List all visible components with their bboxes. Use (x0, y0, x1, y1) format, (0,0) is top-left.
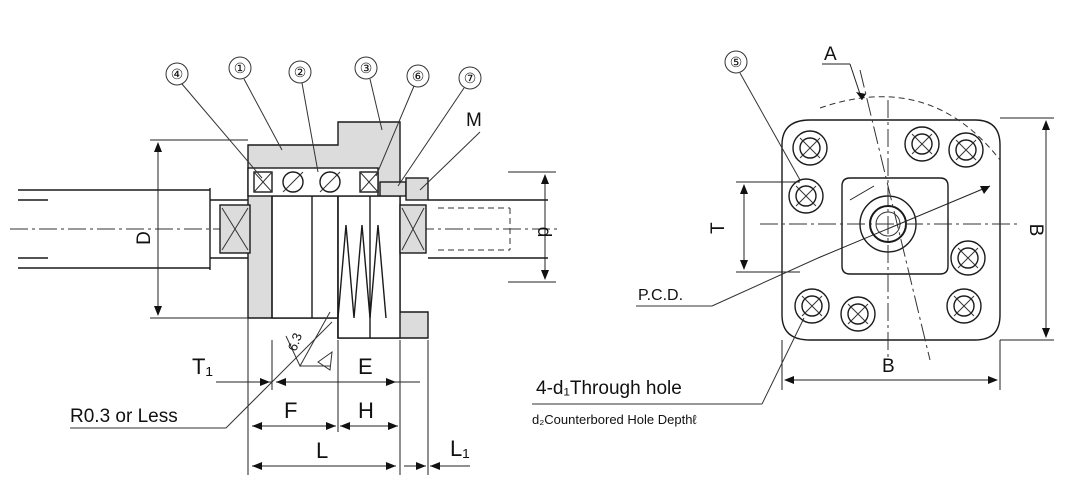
label-D: D (134, 231, 155, 245)
label-L: L (316, 438, 328, 463)
hole-tr1 (904, 126, 940, 162)
svg-text:②: ② (294, 64, 307, 80)
callout-3: ③ (354, 56, 383, 131)
svg-text:①: ① (234, 60, 247, 76)
label-H: H (358, 398, 374, 423)
callout-7: ⑦ (397, 66, 482, 187)
label-A: A (824, 44, 837, 65)
section-view: D d ④ ① ② ③ (10, 56, 560, 475)
svg-text:④: ④ (171, 66, 184, 82)
callout-6: ⑥ (375, 64, 430, 177)
pcd-label: P.C.D. (636, 257, 819, 307)
hole-ml (788, 178, 824, 214)
label-F: F (284, 398, 297, 423)
callout-4: ④ (165, 62, 263, 179)
through-hole-note: 4-d₁Through hole d₂Counterbored Hole Dep… (532, 317, 805, 427)
seal-right (359, 171, 379, 193)
hole-tr2 (948, 132, 984, 168)
mounting-holes (788, 126, 986, 332)
housing (219, 121, 429, 339)
dimension-T: T (708, 181, 800, 273)
hole-bl1 (794, 288, 830, 324)
label-B-horizontal: B (882, 356, 895, 377)
svg-text:⑤: ⑤ (730, 54, 743, 70)
bottom-dimensions: T₁ E F H L (192, 318, 470, 475)
svg-text:6.3: 6.3 (285, 331, 305, 353)
dimension-D: D (134, 139, 248, 319)
svg-text:⑦: ⑦ (464, 70, 477, 86)
hole-br (946, 288, 982, 324)
roughness-symbol: 6.3 (285, 311, 333, 371)
dimension-d: d (508, 171, 556, 283)
callout-1: ① (228, 56, 283, 151)
label-M: M (466, 110, 482, 131)
label-T1: T₁ (192, 354, 213, 379)
svg-text:③: ③ (360, 60, 373, 76)
shaft-left (18, 188, 248, 270)
hole-bl2 (840, 296, 876, 332)
callout-5: ⑤ (724, 50, 801, 181)
label-T: T (708, 222, 729, 234)
hole-tl (792, 130, 828, 166)
label-pcd: P.C.D. (638, 287, 683, 304)
label-L1: L₁ (450, 436, 470, 461)
callout-M: M (419, 110, 482, 191)
seal-left (253, 171, 273, 193)
dimension-B-horizontal: B (781, 340, 1001, 390)
r-note: R0.3 or Less (70, 321, 333, 429)
dimension-A: A (822, 44, 866, 101)
end-view: A T B B (532, 44, 1054, 427)
svg-text:⑥: ⑥ (412, 68, 425, 84)
hole-mr (950, 240, 986, 276)
dimension-B-vertical: B (1000, 117, 1054, 341)
label-r-note: R0.3 or Less (70, 406, 178, 427)
label-through-hole: 4-d₁Through hole (536, 378, 682, 399)
label-d: d (533, 227, 554, 238)
label-B-vertical: B (1025, 224, 1046, 237)
label-counterbore: d₂Counterbored Hole Depthℓ (532, 412, 697, 427)
shaft-right (428, 199, 548, 259)
flange-outline (781, 119, 1001, 341)
callout-2: ② (288, 60, 319, 173)
label-E: E (358, 354, 373, 379)
